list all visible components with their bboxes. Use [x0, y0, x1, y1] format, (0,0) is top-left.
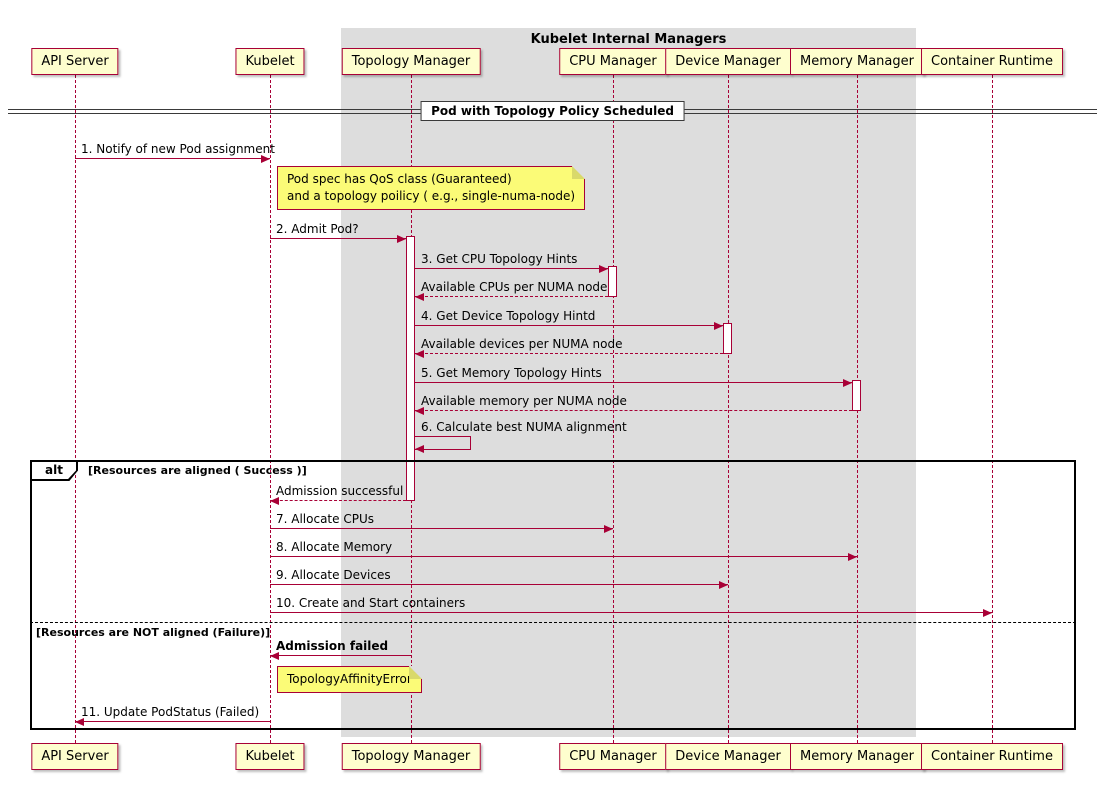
- message-label: Available devices per NUMA node: [421, 337, 623, 351]
- message-get-device-hints: 4. Get Device Topology Hintd: [415, 309, 723, 330]
- message-notify-pod: 1. Notify of new Pod assignment: [75, 142, 275, 163]
- message-label: 11. Update PodStatus (Failed): [81, 705, 260, 719]
- message-get-cpu-hints: 3. Get CPU Topology Hints: [415, 252, 608, 273]
- arrow: [270, 553, 857, 561]
- arrow: [415, 350, 723, 358]
- alt-else-divider: [30, 622, 1076, 623]
- activation-device-manager: [723, 323, 732, 354]
- alt-condition-success: [Resources are aligned ( Success )]: [88, 464, 307, 477]
- note-pod-spec: Pod spec has QoS class (Guaranteed) and …: [277, 166, 586, 210]
- message-self-calculate-alignment: 6. Calculate best NUMA alignment: [415, 420, 627, 453]
- message-update-podstatus: 11. Update PodStatus (Failed): [75, 705, 270, 726]
- activation-memory-manager: [852, 380, 861, 411]
- message-label: 6. Calculate best NUMA alignment: [421, 420, 627, 434]
- message-allocate-memory: 8. Allocate Memory: [270, 540, 857, 561]
- lifeline-cpu-manager: [613, 75, 614, 743]
- message-label: Available memory per NUMA node: [421, 394, 627, 408]
- message-get-memory-hints: 5. Get Memory Topology Hints: [415, 366, 852, 387]
- participant-topology-manager-top: Topology Manager: [341, 48, 481, 75]
- participant-container-runtime-bottom: Container Runtime: [921, 743, 1063, 770]
- activation-topology-manager: [406, 236, 415, 501]
- message-admission-failed: Admission failed: [270, 639, 411, 660]
- arrow: [270, 581, 728, 589]
- participant-cpu-manager-bottom: CPU Manager: [559, 743, 667, 770]
- note-line: TopologyAffinityError: [287, 672, 412, 686]
- message-label: Admission successful: [276, 484, 404, 498]
- message-label: Available CPUs per NUMA node: [421, 280, 608, 294]
- activation-cpu-manager: [608, 266, 617, 297]
- message-allocate-devices: 9. Allocate Devices: [270, 568, 728, 589]
- lifeline-container-runtime: [992, 75, 993, 743]
- message-label: 2. Admit Pod?: [276, 222, 359, 236]
- participant-cpu-manager-top: CPU Manager: [559, 48, 667, 75]
- message-label: 9. Allocate Devices: [276, 568, 391, 582]
- participant-api-server-bottom: API Server: [31, 743, 119, 770]
- message-label: 8. Allocate Memory: [276, 540, 393, 554]
- participant-device-manager-top: Device Manager: [665, 48, 791, 75]
- participant-kubelet-bottom: Kubelet: [235, 743, 305, 770]
- arrow: [415, 379, 852, 387]
- arrow: [270, 235, 406, 243]
- self-arrow: [415, 436, 471, 453]
- group-title: Kubelet Internal Managers: [530, 32, 727, 47]
- note-line: and a topology poilicy ( e.g., single-nu…: [287, 189, 576, 203]
- arrow: [270, 652, 411, 660]
- message-label: 10. Create and Start containers: [276, 596, 466, 610]
- arrow: [415, 322, 723, 330]
- participant-device-manager-bottom: Device Manager: [665, 743, 791, 770]
- divider-label: Pod with Topology Policy Scheduled: [420, 101, 685, 121]
- lifeline-device-manager: [728, 75, 729, 743]
- message-label: 4. Get Device Topology Hintd: [421, 309, 596, 323]
- message-label: 3. Get CPU Topology Hints: [421, 252, 578, 266]
- arrow: [415, 407, 852, 415]
- message-allocate-cpus: 7. Allocate CPUs: [270, 512, 613, 533]
- message-admission-successful: Admission successful: [270, 484, 406, 505]
- arrow: [270, 525, 613, 533]
- message-label: 7. Allocate CPUs: [276, 512, 374, 526]
- participant-container-runtime-top: Container Runtime: [921, 48, 1063, 75]
- lifeline-kubelet: [270, 75, 271, 743]
- message-return-memory-numa: Available memory per NUMA node: [415, 394, 852, 415]
- note-topology-affinity-error: TopologyAffinityError: [277, 666, 422, 693]
- arrow: [415, 265, 608, 273]
- participant-topology-manager-bottom: Topology Manager: [341, 743, 481, 770]
- lifeline-api-server: [75, 75, 76, 743]
- arrow: [415, 293, 608, 301]
- participant-memory-manager-bottom: Memory Manager: [790, 743, 924, 770]
- participant-kubelet-top: Kubelet: [235, 48, 305, 75]
- arrow: [270, 609, 992, 617]
- message-return-cpu-numa: Available CPUs per NUMA node: [415, 280, 608, 301]
- arrow: [75, 155, 270, 163]
- arrow: [75, 718, 270, 726]
- arrow: [270, 497, 406, 505]
- note-line: Pod spec has QoS class (Guaranteed): [287, 172, 512, 186]
- participant-api-server-top: API Server: [31, 48, 119, 75]
- alt-keyword: alt: [32, 462, 76, 479]
- participant-memory-manager-top: Memory Manager: [790, 48, 924, 75]
- message-label: 1. Notify of new Pod assignment: [81, 142, 275, 156]
- alt-condition-failure: [Resources are NOT aligned (Failure)]: [36, 626, 271, 639]
- message-return-device-numa: Available devices per NUMA node: [415, 337, 723, 358]
- message-create-start-containers: 10. Create and Start containers: [270, 596, 992, 617]
- message-label: 5. Get Memory Topology Hints: [421, 366, 602, 380]
- alt-frame: [30, 460, 1076, 730]
- message-label: Admission failed: [276, 639, 389, 653]
- message-admit-pod: 2. Admit Pod?: [270, 222, 406, 243]
